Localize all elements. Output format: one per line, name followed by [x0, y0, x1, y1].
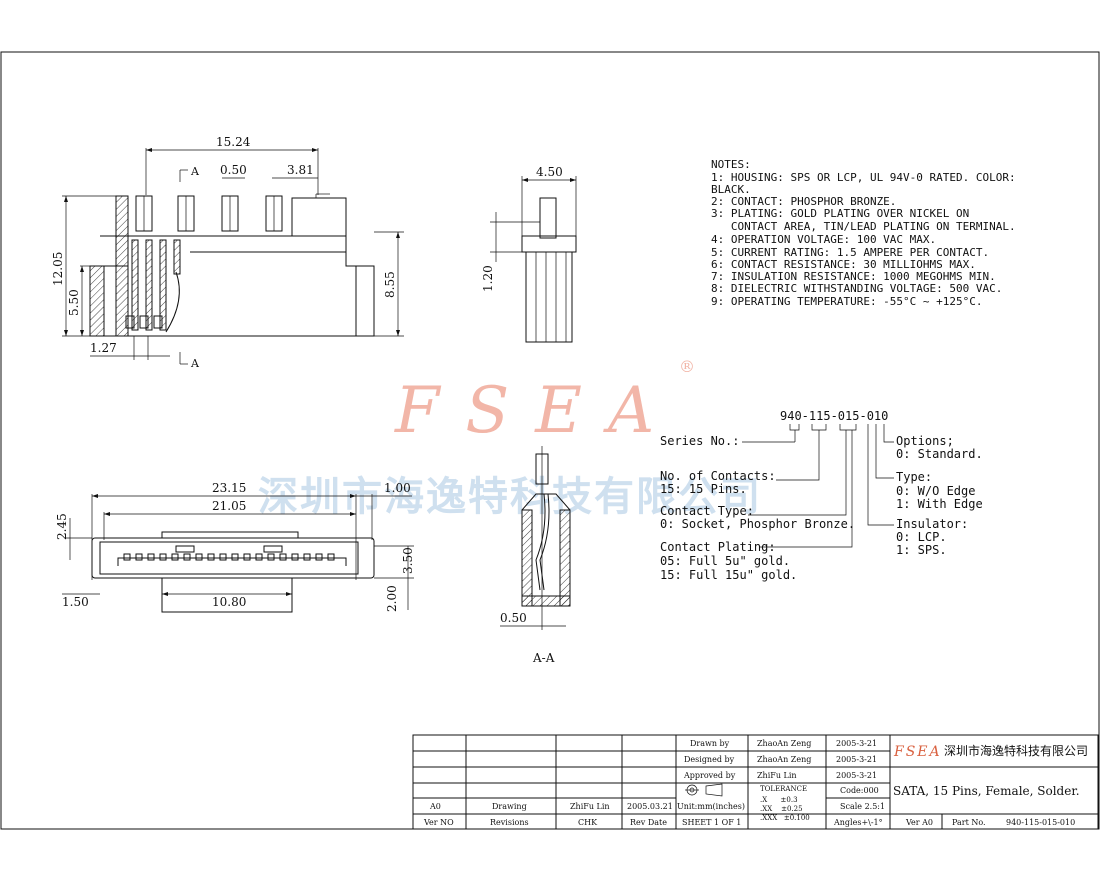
tol-xxx: .XXX ±0.100 [760, 814, 810, 822]
plating-05: 05: Full 5u" gold. [660, 554, 790, 568]
note-line-10: 8: DIELECTRIC WITHSTANDING VOLTAGE: 500 … [711, 282, 1002, 295]
note-line-5: CONTACT AREA, TIN/LEAD PLATING ON TERMIN… [711, 220, 1016, 233]
ver-no-label: Ver NO [423, 818, 454, 827]
drawing-label: Drawing [492, 802, 527, 811]
tolerance-label: TOLERANCE [760, 785, 807, 793]
section-label: A-A [532, 651, 555, 665]
insulator-label: Insulator: [896, 517, 968, 531]
front-view: 23.15 1.00 21.05 [55, 481, 415, 613]
dim-23-15: 23.15 [212, 481, 246, 495]
contacts-value: 15: 15 Pins. [660, 482, 747, 496]
sheet-label: SHEET 1 OF 1 [682, 818, 741, 827]
approved-name: ZhiFu Lin [757, 771, 797, 780]
ver-label: Ver A0 [905, 818, 933, 827]
note-line-6: 4: OPERATION VOLTAGE: 100 VAC MAX. [711, 233, 936, 246]
dim-1-27: 1.27 [90, 341, 117, 355]
approved-date: 2005-3-21 [836, 771, 877, 780]
note-line-1: 1: HOUSING: SPS OR LCP, UL 94V-0 RATED. … [711, 171, 1016, 184]
drawn-date: 2005-3-21 [836, 739, 877, 748]
part-title: SATA, 15 Pins, Female, Solder. [893, 784, 1080, 798]
dim-0-50-section: 0.50 [500, 611, 527, 625]
rev-date-label: Rev Date [630, 818, 667, 827]
plating-15: 15: Full 15u" gold. [660, 568, 797, 582]
designed-date: 2005-3-21 [836, 755, 877, 764]
chk-label: CHK [578, 818, 598, 827]
watermark: FSEA ® 深圳市海逸特科技有限公司 [258, 357, 762, 520]
company-logo: FSEA [893, 744, 942, 760]
watermark-logo: FSEA [394, 374, 680, 448]
type-1: 1: With Edge [896, 497, 983, 511]
section-mark-top: A [190, 165, 200, 178]
designed-name: ZhaoAn Zeng [757, 755, 811, 764]
scale-label: Scale 2.5:1 [840, 802, 885, 811]
dim-4-50: 4.50 [536, 165, 563, 179]
drawn-by-left: ZhiFu Lin [570, 802, 610, 811]
company-name: 深圳市海逸特科技有限公司 [944, 743, 1088, 758]
dim-12-05: 12.05 [51, 252, 65, 286]
part-no-label: Part No. [952, 818, 986, 827]
end-view: 4.50 1.20 [481, 165, 577, 343]
note-line-4: 3: PLATING: GOLD PLATING OVER NICKEL ON [711, 207, 969, 220]
note-line-3: 2: CONTACT: PHOSPHOR BRONZE. [711, 195, 896, 208]
dim-3-81: 3.81 [287, 163, 314, 177]
note-line-11: 9: OPERATING TEMPERATURE: -55°C ~ +125°C… [711, 295, 983, 308]
section-mark-bottom: A [190, 357, 200, 370]
dim-2-00: 2.00 [385, 585, 399, 612]
dim-21-05: 21.05 [212, 499, 246, 513]
rev-no-value: A0 [429, 802, 441, 811]
tol-x: .X ±0.3 [760, 796, 798, 804]
part-no-value: 940-115-015-010 [1006, 818, 1075, 827]
options-value: 0: Standard. [896, 447, 983, 461]
dim-3-50: 3.50 [401, 547, 415, 574]
series-label: Series No.: [660, 434, 739, 448]
insulator-0: 0: LCP. [896, 530, 947, 544]
drawn-name: ZhaoAn Zeng [757, 739, 811, 748]
contacts-label: No. of Contacts: [660, 469, 776, 483]
revisions-label: Revisions [490, 818, 529, 827]
dim-8-55: 8.55 [383, 271, 397, 298]
dim-10-80: 10.80 [212, 595, 246, 609]
type-label: Type: [896, 470, 932, 484]
contact-type-value: 0: Socket, Phosphor Bronze. [660, 517, 855, 531]
dim-0-50-side: 0.50 [220, 163, 247, 177]
code-label: Code:000 [840, 786, 879, 795]
designed-by-label: Designed by [684, 755, 735, 764]
dim-2-45: 2.45 [55, 513, 69, 540]
notes-title: NOTES: [711, 158, 751, 171]
note-line-9: 7: INSULATION RESISTANCE: 1000 MEGOHMS M… [711, 270, 996, 283]
part-code: 940-115-015-010 [780, 409, 888, 423]
part-code-breakdown: 940-115-015-010 Series No.: No. of Conta… [660, 409, 983, 582]
side-view: 15.24 A 0.50 3.81 [51, 135, 404, 370]
approved-by-label: Approved by [683, 771, 736, 780]
title-block: A0 Drawing ZhiFu Lin 2005.03.21 Ver NO R… [412, 734, 1099, 830]
drawn-by-label: Drawn by [690, 739, 730, 748]
insulator-1: 1: SPS. [896, 543, 947, 557]
pin-row [123, 553, 335, 561]
dim-15-24: 15.24 [216, 135, 251, 149]
contact-type-label: Contact Type: [660, 504, 754, 518]
type-0: 0: W/O Edge [896, 484, 975, 498]
dim-5-50: 5.50 [67, 289, 81, 316]
watermark-registered-mark: ® [679, 357, 695, 376]
dim-1-00: 1.00 [384, 481, 411, 495]
projection-symbol-icon [685, 783, 723, 797]
dim-1-50: 1.50 [62, 595, 89, 609]
angles-label: Angles+\-1° [833, 818, 883, 827]
watermark-company: 深圳市海逸特科技有限公司 [258, 474, 762, 520]
section-view: 0.50 A-A [500, 446, 571, 665]
units-label: Unit:mm(inches) [677, 802, 745, 811]
note-line-2: BLACK. [711, 183, 751, 196]
note-line-7: 5: CURRENT RATING: 1.5 AMPERE PER CONTAC… [711, 246, 989, 259]
options-label: Options; [896, 434, 954, 448]
date-left: 2005.03.21 [627, 802, 673, 811]
notes: NOTES: 1: HOUSING: SPS OR LCP, UL 94V-0 … [711, 158, 1016, 308]
note-line-8: 6: CONTACT RESISTANCE: 30 MILLIOHMS MAX. [711, 258, 976, 271]
dim-1-20: 1.20 [481, 265, 495, 292]
tol-xx: .XX ±0.25 [760, 805, 803, 813]
plating-label: Contact Plating: [660, 540, 776, 554]
